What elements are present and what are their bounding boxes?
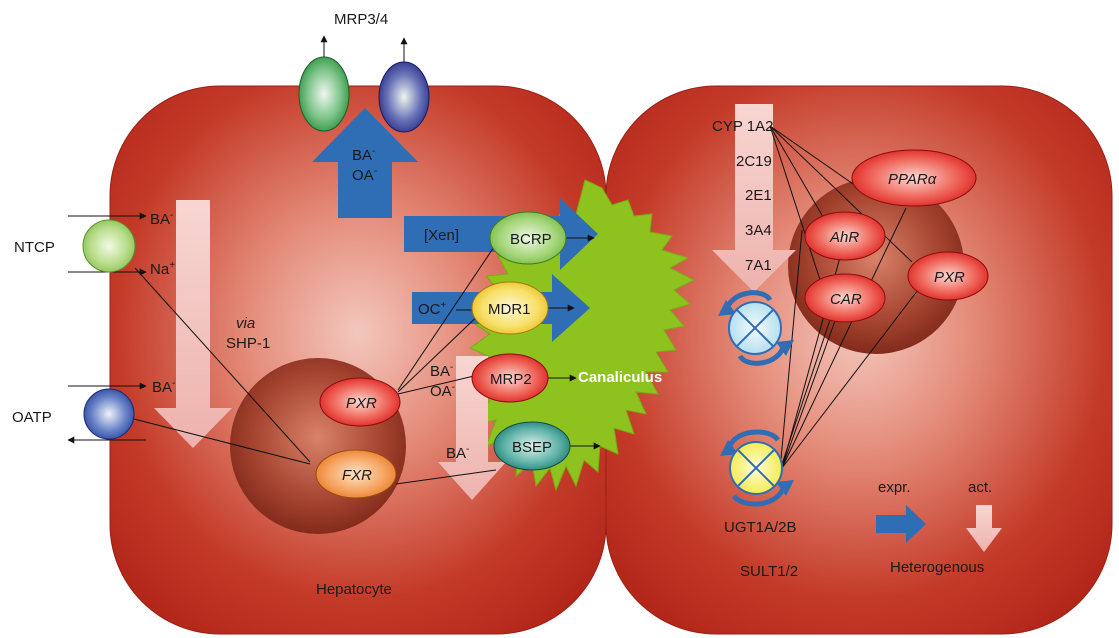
ba-pink-arrow xyxy=(438,356,506,500)
mrp2-label: MRP2 xyxy=(490,371,532,388)
ugt-label: UGT1A/2B xyxy=(724,519,797,536)
shp-via-label: via xyxy=(236,315,255,332)
cyp-2c19-label: 2C19 xyxy=(736,153,772,170)
sult-label: SULT1/2 xyxy=(740,563,798,580)
legend-expr-arrow xyxy=(876,505,926,543)
ntcp-ba-label: BA- xyxy=(150,210,173,228)
bcrp-transporter xyxy=(489,211,567,265)
pxr-right-receptor xyxy=(907,251,989,301)
ppar-receptor xyxy=(851,149,977,207)
cyp-7a1-label: 7A1 xyxy=(745,257,772,274)
cyp-2e1-label: 2E1 xyxy=(745,187,772,204)
hepatocyte-label: Hepatocyte xyxy=(316,581,392,598)
legend-act-label: act. xyxy=(968,479,992,496)
ppar-label: PPARα xyxy=(888,171,937,188)
mdr1-label: MDR1 xyxy=(488,301,531,318)
canaliculus-label: Canaliculus xyxy=(578,369,662,386)
shp-name-label: SHP-1 xyxy=(226,335,270,352)
oatp-ba-label: BA- xyxy=(152,378,175,396)
pxr-left-label: PXR xyxy=(346,395,377,412)
bsep-transporter xyxy=(493,421,571,471)
oc-label: OC+ xyxy=(418,300,447,318)
ntcp-label: NTCP xyxy=(14,239,55,256)
xen-label: [Xen] xyxy=(424,227,459,244)
mdr1-transporter xyxy=(471,281,549,335)
mrp2-ba-label: BA- xyxy=(430,362,453,380)
ba-oa-efflux-oa: OA- xyxy=(352,166,377,184)
pxr-left-receptor xyxy=(319,377,401,427)
cyp-enzyme-symbol xyxy=(718,290,794,366)
car-receptor xyxy=(804,273,886,323)
oatp-transporter xyxy=(83,388,135,440)
ahr-label: AhR xyxy=(829,229,859,246)
mrp4-transporter xyxy=(378,61,430,133)
ntcp-na-label: Na+ xyxy=(150,260,175,278)
mrp2-oa-label: OA- xyxy=(430,382,455,400)
ugt-enzyme-symbol xyxy=(720,429,794,507)
bsep-label: BSEP xyxy=(512,439,552,456)
oatp-label: OATP xyxy=(12,409,52,426)
bcrp-label: BCRP xyxy=(510,231,552,248)
efflux-arrow-basolateral xyxy=(312,108,418,218)
car-label: CAR xyxy=(830,291,862,308)
cyp-3a4-label: 3A4 xyxy=(745,222,772,239)
cyp-pink-arrow xyxy=(712,104,796,292)
ahr-receptor xyxy=(804,211,886,261)
fxr-label: FXR xyxy=(342,467,372,484)
legend-expr-label: expr. xyxy=(878,479,911,496)
fxr-receptor xyxy=(315,449,397,499)
mrp34-label: MRP3/4 xyxy=(334,11,388,28)
ntcp-transporter xyxy=(82,219,136,273)
shp-pink-arrow xyxy=(154,200,232,448)
mrp2-transporter xyxy=(471,353,549,403)
ba-oa-efflux-ba: BA- xyxy=(352,146,375,164)
mrp3-transporter xyxy=(298,56,350,132)
pxr-right-label: PXR xyxy=(934,269,965,286)
bsep-ba-label: BA- xyxy=(446,444,469,462)
cyp-1a2-label: CYP 1A2 xyxy=(712,118,773,135)
legend-heterogenous-label: Heterogenous xyxy=(890,559,984,576)
legend-act-arrow xyxy=(966,505,1002,552)
